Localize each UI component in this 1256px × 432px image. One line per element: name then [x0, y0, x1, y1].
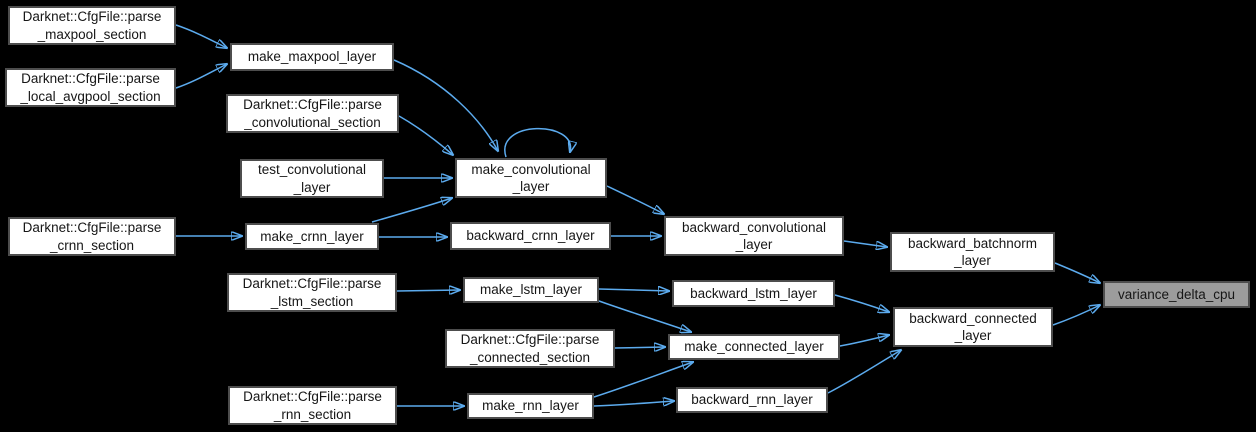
edge-backward-rnn-layer-to-backward-connected-layer	[827, 350, 901, 394]
node-backward-rnn-layer[interactable]: backward_rnn_layer	[676, 387, 828, 413]
edge-parse-connected-section-to-make-connected-layer	[614, 347, 665, 348]
node-make-convolutional-layer[interactable]: make_convolutional _layer	[455, 158, 607, 198]
node-parse-convolutional-section[interactable]: Darknet::CfgFile::parse _convolutional_s…	[226, 94, 399, 133]
node-test-convolutional-layer[interactable]: test_convolutional _layer	[240, 159, 384, 198]
node-parse-maxpool-section[interactable]: Darknet::CfgFile::parse _maxpool_section	[8, 6, 176, 45]
node-make-maxpool-layer[interactable]: make_maxpool_layer	[230, 43, 394, 71]
edge-make-lstm-layer-to-backward-lstm-layer	[598, 289, 669, 291]
edge-parse-local-avgpool-section-to-make-maxpool-layer	[175, 64, 227, 89]
edge-backward-connected-layer-to-variance-delta-cpu	[1052, 305, 1100, 326]
edge-parse-convolutional-section-to-make-convolutional-layer	[398, 115, 453, 155]
edge-backward-lstm-layer-to-backward-connected-layer	[834, 294, 889, 312]
edge-make-rnn-layer-to-backward-rnn-layer	[593, 401, 674, 407]
node-backward-batchnorm-layer[interactable]: backward_batchnorm _layer	[890, 232, 1055, 272]
node-make-connected-layer[interactable]: make_connected_layer	[668, 334, 840, 360]
node-parse-lstm-section[interactable]: Darknet::CfgFile::parse _lstm_section	[227, 273, 397, 312]
node-backward-convolutional-layer[interactable]: backward_convolutional _layer	[664, 216, 844, 256]
edge-make-convolutional-layer-self-loop	[504, 127, 571, 158]
node-backward-crnn-layer[interactable]: backward_crnn_layer	[450, 222, 611, 250]
edge-parse-maxpool-section-to-make-maxpool-layer	[175, 24, 227, 48]
node-parse-local-avgpool-section[interactable]: Darknet::CfgFile::parse _local_avgpool_s…	[5, 68, 176, 107]
node-make-crnn-layer[interactable]: make_crnn_layer	[245, 223, 379, 250]
node-backward-connected-layer[interactable]: backward_connected _layer	[893, 307, 1053, 347]
edge-make-lstm-layer-to-make-connected-layer	[598, 300, 691, 332]
node-variance-delta-cpu: variance_delta_cpu	[1103, 281, 1250, 308]
edge-parse-lstm-section-to-make-lstm-layer	[396, 290, 460, 291]
edge-make-convolutional-layer-to-backward-convolutional-layer	[606, 185, 664, 214]
edge-make-maxpool-layer-to-make-convolutional-layer	[393, 59, 498, 151]
node-parse-rnn-section[interactable]: Darknet::CfgFile::parse _rnn_section	[228, 386, 397, 425]
node-backward-lstm-layer[interactable]: backward_lstm_layer	[672, 280, 835, 307]
node-make-lstm-layer[interactable]: make_lstm_layer	[463, 277, 599, 303]
edge-make-crnn-layer-to-make-convolutional-layer	[371, 198, 452, 223]
node-parse-connected-section[interactable]: Darknet::CfgFile::parse _connected_secti…	[445, 329, 615, 368]
edge-make-rnn-layer-to-make-connected-layer	[593, 362, 693, 398]
edge-backward-convolutional-layer-to-backward-batchnorm-layer	[843, 240, 887, 247]
edge-make-connected-layer-to-backward-connected-layer	[839, 335, 889, 347]
edge-backward-batchnorm-layer-to-variance-delta-cpu	[1054, 262, 1100, 283]
node-parse-crnn-section[interactable]: Darknet::CfgFile::parse _crnn_section	[8, 217, 176, 256]
node-make-rnn-layer[interactable]: make_rnn_layer	[467, 393, 594, 419]
